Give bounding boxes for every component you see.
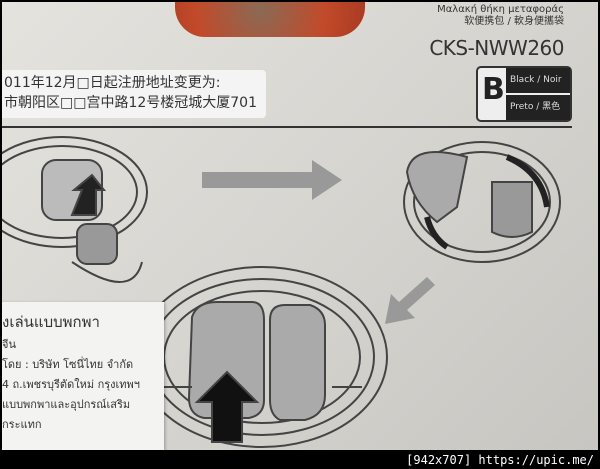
arrow-up-icon bbox=[194, 370, 260, 443]
diagram-step-3 bbox=[136, 266, 388, 448]
divider bbox=[2, 126, 572, 128]
thai-line: จีน bbox=[2, 338, 16, 351]
arrow-diagonal-icon bbox=[385, 277, 435, 324]
chinese-text: 软便携包 / 軟身便攜袋 bbox=[464, 16, 564, 27]
color-badge: B Black / Noir Preto / 黑色 bbox=[476, 66, 572, 122]
diagram-step-2 bbox=[403, 141, 561, 263]
color-name-1: Black / Noir bbox=[506, 68, 570, 93]
diagram-step-1 bbox=[2, 136, 148, 283]
color-code: B bbox=[482, 72, 505, 107]
thai-line: 4 ถ.เพชรบุรีตัดใหม่ กรุงเทพฯ bbox=[2, 378, 140, 391]
sticker-line: 市朝阳区□□宫中路12号楼冠城大厦701 bbox=[4, 95, 257, 111]
arrow-up-icon bbox=[70, 173, 107, 216]
address-sticker: 011年12月□日起注册地址变更为: 市朝阳区□□宫中路12号楼冠城大厦701 bbox=[2, 70, 266, 118]
rotate-arrow-icon bbox=[424, 216, 449, 250]
packaging-photo: Μαλακή θήκη μεταφοράς 软便携包 / 軟身便攜袋 CKS-N… bbox=[2, 2, 598, 450]
arrow-right-icon bbox=[202, 160, 342, 200]
product-description: Μαλακή θήκη μεταφοράς 软便携包 / 軟身便攜袋 bbox=[437, 4, 564, 28]
thai-line: โดย : บริษัท โซนี่ไทย จำกัด bbox=[2, 358, 134, 371]
instruction-diagrams bbox=[2, 136, 561, 448]
thai-line: แบบพกพาและอุปกรณ์เสริม bbox=[2, 398, 131, 411]
rotate-arrow-icon bbox=[505, 154, 550, 208]
thai-line: กระแทก bbox=[2, 418, 42, 431]
color-name-2: Preto / 黑色 bbox=[506, 95, 570, 120]
hang-window bbox=[175, 2, 365, 37]
model-number: CKS-NWW260 bbox=[429, 36, 564, 60]
sticker-line: 011年12月□日起注册地址变更为: bbox=[4, 75, 221, 91]
thai-title: งเล่นแบบพกพา bbox=[2, 313, 100, 331]
thai-import-label: งเล่นแบบพกพา จีน โดย : บริษัท โซนี่ไทย จ… bbox=[2, 302, 164, 450]
greek-text: Μαλακή θήκη μεταφοράς bbox=[437, 4, 564, 15]
watermark: [942x707] https://upic.me/ bbox=[406, 453, 594, 467]
